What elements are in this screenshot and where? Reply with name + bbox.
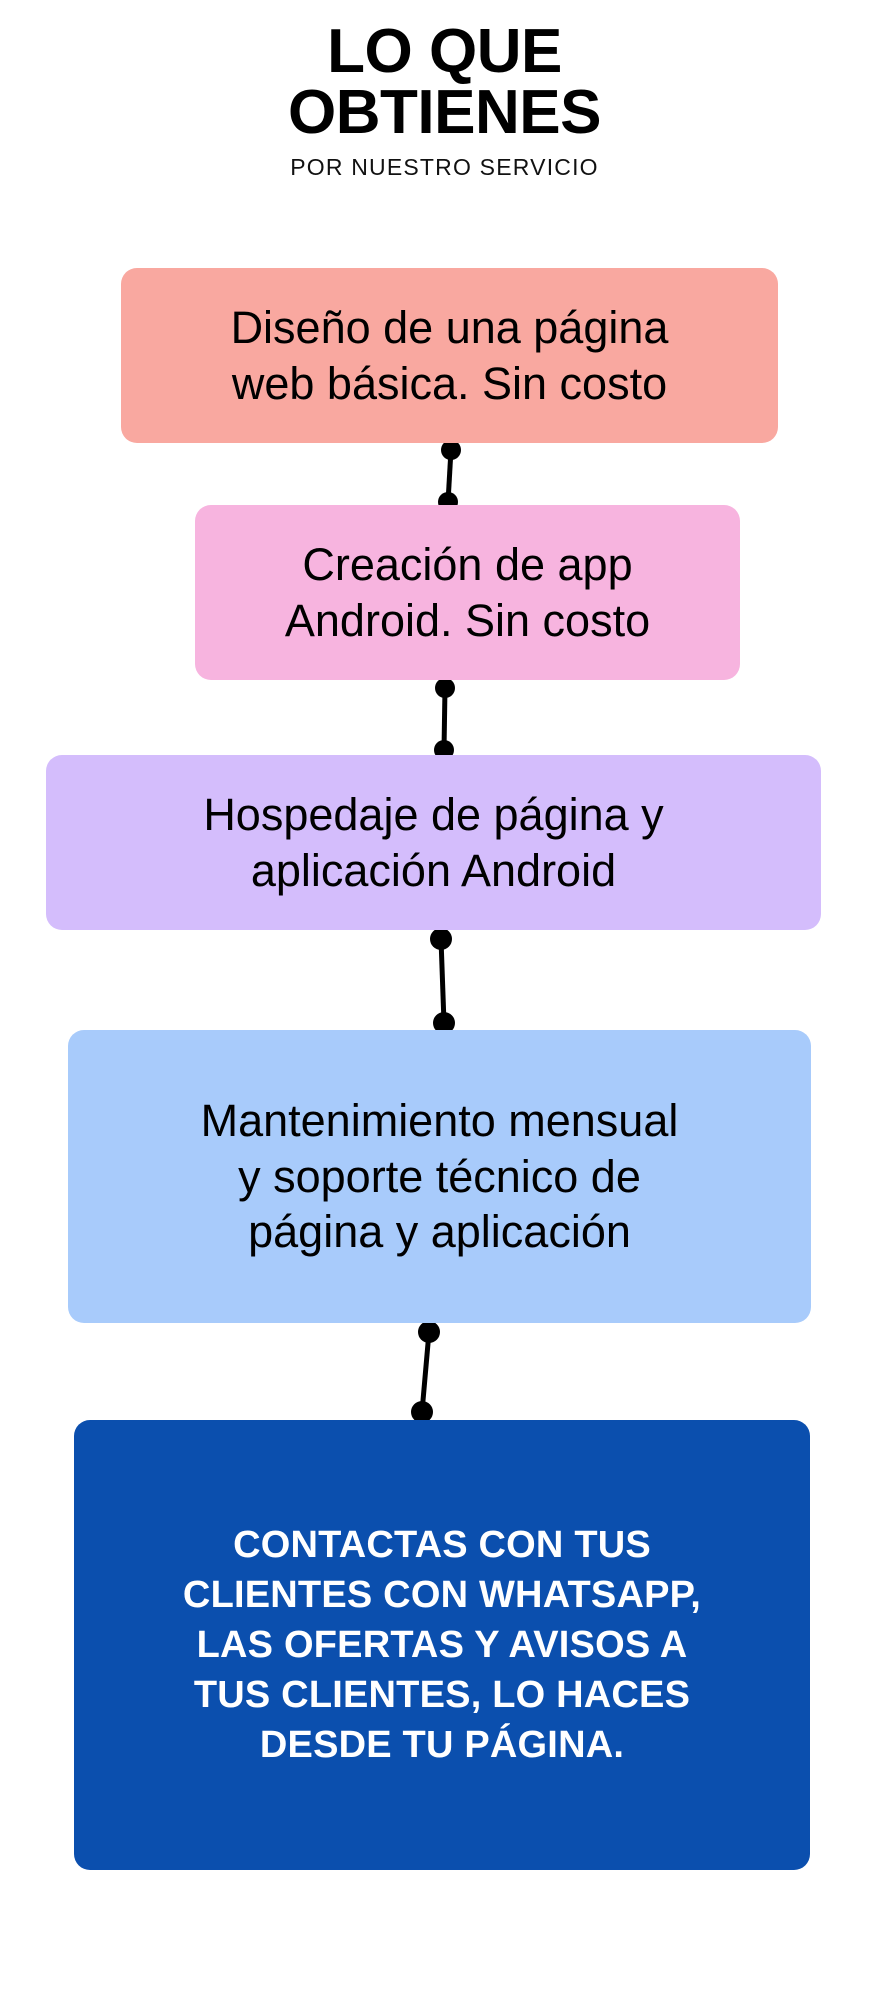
header: LO QUE OBTIENES POR NUESTRO SERVICIO bbox=[0, 17, 889, 181]
flow-node-label: Mantenimiento mensual y soporte técnico … bbox=[200, 1094, 679, 1258]
flow-node-app[interactable]: Creación de app Android. Sin costo bbox=[195, 505, 740, 680]
connector-1 bbox=[430, 440, 470, 512]
flow-node-label: Diseño de una página web básica. Sin cos… bbox=[230, 301, 669, 409]
flow-node-label: Hospedaje de página y aplicación Android bbox=[203, 788, 664, 896]
connector-line-icon bbox=[438, 440, 461, 512]
page-subtitle: POR NUESTRO SERVICIO bbox=[290, 153, 599, 180]
flow-node-contact-clients[interactable]: CONTACTAS CON TUS CLIENTES CON WHATSAPP,… bbox=[74, 1420, 810, 1870]
flow-node-maintenance[interactable]: Mantenimiento mensual y soporte técnico … bbox=[68, 1030, 811, 1323]
flow-node-label: Creación de app Android. Sin costo bbox=[284, 538, 651, 646]
flow-node-design[interactable]: Diseño de una página web básica. Sin cos… bbox=[121, 268, 778, 443]
flow-node-label: CONTACTAS CON TUS CLIENTES CON WHATSAPP,… bbox=[182, 1523, 702, 1767]
connector-line-icon bbox=[434, 678, 455, 760]
connector-4 bbox=[403, 1320, 443, 1424]
page-title: LO QUE OBTIENES bbox=[288, 17, 601, 147]
connector-line-icon bbox=[411, 1321, 440, 1423]
connector-3 bbox=[421, 928, 461, 1034]
connector-2 bbox=[424, 678, 464, 760]
connector-line-icon bbox=[430, 928, 455, 1034]
flow-node-hosting[interactable]: Hospedaje de página y aplicación Android bbox=[46, 755, 821, 930]
